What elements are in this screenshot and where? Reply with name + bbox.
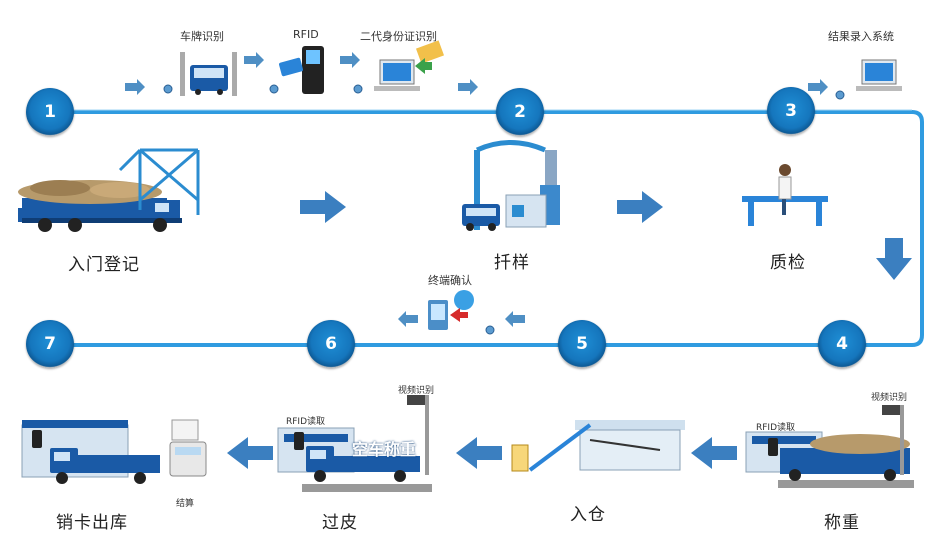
plate-recognition-illustration <box>180 52 237 96</box>
step-node-5: 5 <box>558 320 606 368</box>
arrow-weigh-to-warehouse <box>691 437 737 469</box>
tag-rfid: RFID <box>293 28 319 41</box>
step-label-entry: 入门登记 <box>68 255 140 275</box>
step-node-3: 3 <box>767 87 815 135</box>
step-node-4: 4 <box>818 320 866 368</box>
step-label-checkout: 销卡出库 <box>56 513 128 533</box>
flow-line <box>50 110 924 347</box>
arrow-tare-to-checkout <box>227 437 273 469</box>
inspection-illustration <box>742 164 828 226</box>
tare-illustration <box>277 395 432 492</box>
step-node-2: 2 <box>496 88 544 136</box>
step-label-sampling: 扦样 <box>494 253 530 273</box>
top-arrows <box>125 52 828 95</box>
id-card-illustration <box>374 40 445 91</box>
result-entry-illustration <box>856 59 902 91</box>
tag-terminal-confirm: 终端确认 <box>428 274 472 287</box>
checkout-illustration <box>21 419 207 484</box>
step-node-6: 6 <box>307 320 355 368</box>
tag-rfid-read-weighing: RFID读取 <box>756 423 796 433</box>
tag-settlement: 结算 <box>176 499 195 509</box>
step-node-7: 7 <box>26 320 74 368</box>
sampling-illustration <box>462 140 560 231</box>
step-node-1: 1 <box>26 88 74 136</box>
weighing-illustration <box>745 405 914 488</box>
tag-video-weighing: 视频识别 <box>871 393 908 403</box>
tag-empty-weigh: 空车称重 <box>352 440 417 459</box>
entry-truck-illustration <box>18 148 200 232</box>
step-label-inspection: 质检 <box>770 253 806 273</box>
warehouse-illustration <box>511 420 685 472</box>
arrow-entry-to-sampling <box>300 191 346 223</box>
step-label-weighing: 称重 <box>824 513 860 533</box>
terminal-confirm-illustration <box>428 290 474 330</box>
step-label-warehouse: 入仓 <box>570 505 606 525</box>
arrow-warehouse-to-tare <box>456 437 502 469</box>
arrow-sampling-to-inspection <box>617 191 663 223</box>
tag-video-tare: 视频识别 <box>398 386 435 396</box>
arrow-down <box>876 238 912 280</box>
rfid-reader-illustration <box>279 46 324 94</box>
tag-id-card: 二代身份证识别 <box>360 30 437 43</box>
tag-result-entry: 结果录入系统 <box>828 30 894 43</box>
tag-plate-recognition: 车牌识别 <box>180 30 224 43</box>
step-label-tare: 过皮 <box>322 513 358 533</box>
tag-rfid-read-tare: RFID读取 <box>286 417 326 427</box>
